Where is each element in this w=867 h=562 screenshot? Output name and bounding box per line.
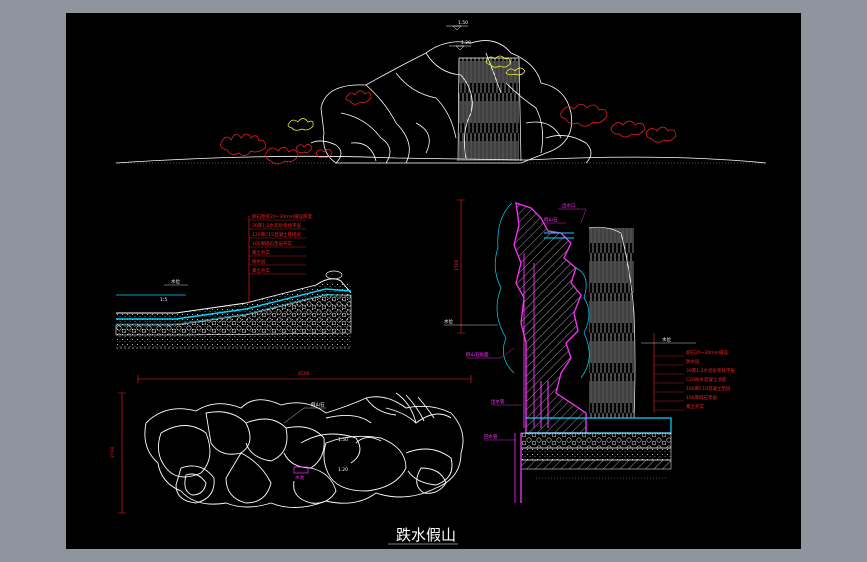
section-a-callout-4: 100厚碎石垫层夯实 (252, 240, 293, 247)
plan-rocks (144, 392, 464, 508)
section-b-left-callout-1: 水位 (444, 318, 453, 325)
cad-drawing: 1.50 1.20 水位 1:5 卵石粒径20~30mm铺设厚度 30厚1:2水… (110, 20, 767, 545)
section-a-callout-1: 卵石粒径20~30mm铺设厚度 (252, 213, 312, 220)
rock-core (513, 202, 587, 434)
shrubs-yellow (287, 55, 526, 131)
section-b-top-callouts: 出水口 假山石 (541, 202, 587, 224)
section-b-left-callout-2: 假山石贴面 (466, 351, 489, 358)
elevation-marker-mid: 1.20 (461, 40, 471, 46)
section-a-callout-2: 30厚1:2水泥砂浆找平层 (252, 222, 301, 229)
section-b-top-callout-2: 假山石 (544, 216, 558, 223)
section-b-right-callouts: 水位 卵石20~30mm铺设 防水层 30厚1:2水泥砂浆找平层 C20防水混凝… (641, 336, 735, 411)
section-a-callout-7: 素土夯实 (252, 267, 270, 274)
section-a-water-label: 水位 (171, 278, 180, 285)
section-b-right-callout-1: 水位 (662, 336, 671, 343)
section-b-right-callout-8: 素土夯实 (686, 403, 704, 410)
waterfall-streaks (459, 58, 519, 161)
section-b-left-dim: 1500 (454, 259, 460, 271)
section-a-callout-5: 素土夯实 (252, 249, 270, 256)
section-b-right-callout-5: C20防水混凝土池底 (686, 376, 727, 383)
section-b-right-callout-6: 100厚C10混凝土垫层 (686, 385, 731, 392)
waterproof-layer (116, 288, 352, 320)
shrubs-red (220, 90, 677, 165)
section-b-left-callouts: 水位 假山石贴面 出水管 回水管 (444, 318, 522, 441)
plan-label-low: 1.20 (338, 467, 348, 473)
section-b-top-callout-1: 出水口 (562, 202, 576, 209)
section-b-left-callout-3: 出水管 (491, 398, 505, 405)
section-a-callouts: 卵石粒径20~30mm铺设厚度 30厚1:2水泥砂浆找平层 120厚C15混凝土… (249, 213, 312, 275)
plan-pool-marker (293, 466, 309, 474)
elevation-marker-top: 1.50 (458, 20, 468, 26)
section-a-callout-3: 120厚C15混凝土基础层 (252, 231, 301, 238)
slope-surface (116, 278, 352, 314)
plan-note: 水池 (295, 474, 304, 481)
section-b: 1500 水位 假山石贴面 出水管 回水管 (444, 199, 735, 503)
section-b-right-callout-3: 防水层 (686, 358, 700, 365)
plan-label-center: 1.50 (338, 437, 348, 443)
plan-side-dim: 2700 (110, 446, 116, 458)
section-a: 水位 1:5 卵石粒径20~30mm铺设厚度 30厚1:2水泥砂浆找平层 120… (115, 213, 352, 349)
section-a-dim-label: 1:5 (160, 297, 167, 303)
section-a-callout-6: 防水层 (252, 258, 266, 265)
drawing-title: 跌水假山 (396, 526, 456, 544)
elevation-view: 1.50 1.20 (115, 20, 767, 165)
section-b-right-callout-2: 卵石20~30mm铺设 (686, 349, 728, 356)
plan-top-dim: 4500 (298, 371, 310, 377)
section-b-waterfall (589, 228, 634, 418)
ground-line (115, 155, 767, 164)
section-b-right-callout-4: 30厚1:2水泥砂浆找平层 (686, 367, 735, 374)
section-b-right-callout-7: 100厚碎石垫层 (686, 394, 718, 401)
section-b-left-callout-4: 回水管 (484, 433, 498, 440)
elevation-markers: 1.50 1.20 (446, 20, 471, 51)
plan-callout: 假山石 (311, 401, 325, 408)
drawing-canvas: 1.50 1.20 水位 1:5 卵石粒径20~30mm铺设厚度 30厚1:2水… (66, 13, 801, 549)
plan-view: 4500 2700 假山石 1.50 1.20 (110, 371, 472, 514)
rock-mass (310, 40, 592, 164)
